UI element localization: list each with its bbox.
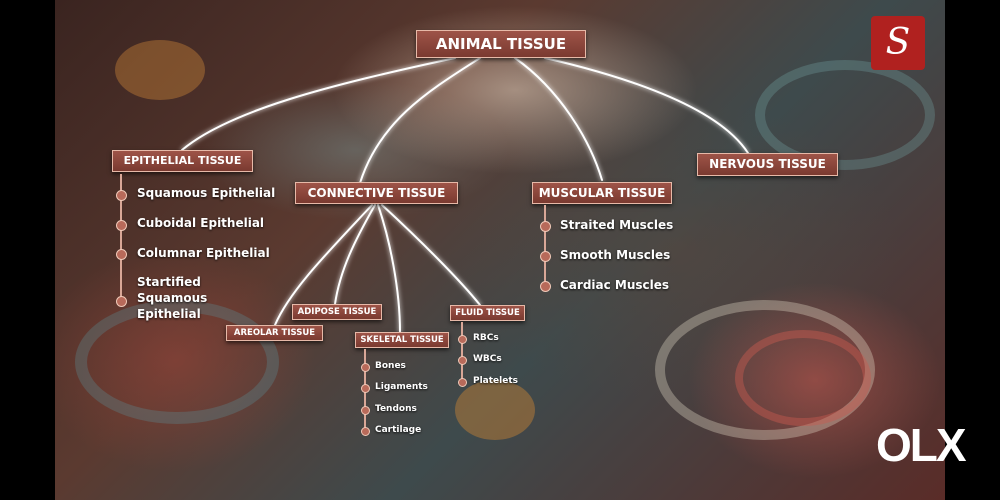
bullet-icon: [116, 249, 127, 260]
link-connective-areolar: [274, 204, 373, 326]
bullet-icon: [361, 427, 370, 436]
muscular-item: Smooth Muscles: [560, 248, 671, 262]
bullet-icon: [361, 406, 370, 415]
link-connective-adipose: [334, 204, 376, 305]
fluid-item: RBCs: [473, 333, 499, 343]
muscular-item: Cardiac Muscles: [560, 278, 670, 292]
ring-decoration: [735, 330, 871, 426]
bullet-icon: [540, 251, 551, 262]
muscular-tissue-node: MUSCULAR TISSUE: [532, 182, 672, 204]
nervous-tissue-node: NERVOUS TISSUE: [697, 153, 838, 176]
bullet-icon: [458, 378, 467, 387]
bullet-icon: [361, 384, 370, 393]
bullet-icon: [458, 356, 467, 365]
muscular-item: Straited Muscles: [560, 218, 674, 232]
bullet-icon: [361, 363, 370, 372]
bullet-icon: [540, 281, 551, 292]
bullet-icon: [116, 296, 127, 307]
epithelial-item: Squamous: [137, 291, 208, 305]
link-root-muscular: [514, 57, 603, 181]
epithelial-item: Cuboidal Epithelial: [137, 216, 265, 230]
link-root-epithelial: [181, 57, 456, 151]
epithelial-item: Columnar Epithelial: [137, 246, 270, 260]
skeletal-item: Bones: [375, 361, 406, 371]
link-connective-fluid: [381, 204, 481, 306]
background-artwork: [55, 0, 945, 500]
bullet-icon: [458, 335, 467, 344]
bullet-icon: [540, 221, 551, 232]
olx-watermark-icon: OLX: [876, 419, 967, 471]
link-root-connective: [359, 57, 481, 184]
epithelial-list-line: [120, 174, 122, 304]
areolar-tissue-node: AREOLAR TISSUE: [226, 325, 323, 341]
s-brand-icon: S: [871, 16, 925, 70]
link-connective-skeletal: [377, 204, 401, 333]
fluid-item: WBCs: [473, 354, 502, 364]
epithelial-item: Epithelial: [137, 307, 201, 321]
adipose-tissue-node: ADIPOSE TISSUE: [292, 304, 382, 320]
fluid-item: Platelets: [473, 376, 519, 386]
skeletal-tissue-node: SKELETAL TISSUE: [355, 332, 449, 348]
skeletal-item: Ligaments: [375, 382, 428, 392]
skeletal-item: Cartilage: [375, 425, 422, 435]
blob-decoration: [455, 380, 535, 440]
root-node: ANIMAL TISSUE: [416, 30, 586, 58]
fluid-list-line: [461, 322, 463, 382]
connective-tissue-node: CONNECTIVE TISSUE: [295, 182, 458, 204]
bullet-icon: [116, 190, 127, 201]
ring-decoration: [755, 60, 935, 170]
epithelial-item: Startified: [137, 275, 201, 289]
epithelial-item: Squamous Epithelial: [137, 186, 276, 200]
muscular-list-line: [544, 205, 546, 288]
epithelial-tissue-node: EPITHELIAL TISSUE: [112, 150, 253, 172]
blob-decoration: [115, 40, 205, 100]
bullet-icon: [116, 220, 127, 231]
skeletal-item: Tendons: [375, 404, 417, 414]
link-root-nervous: [544, 57, 749, 154]
fluid-tissue-node: FLUID TISSUE: [450, 305, 525, 321]
